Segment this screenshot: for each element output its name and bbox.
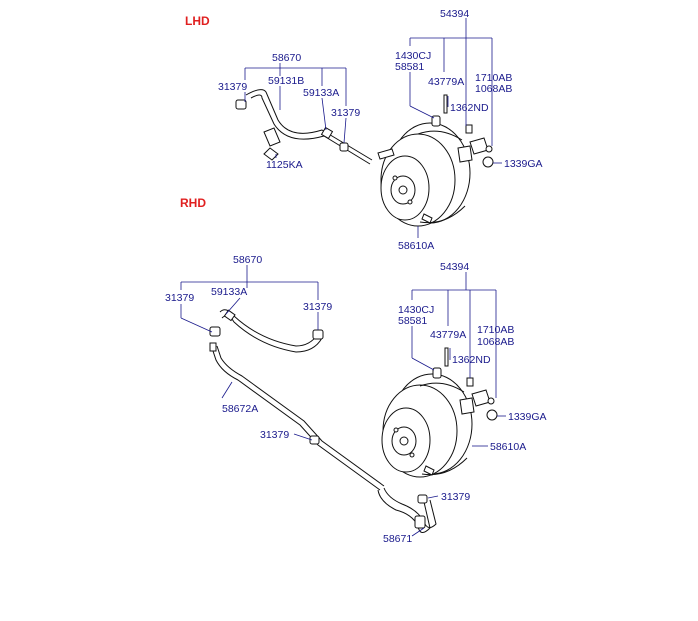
label-59131b: 59131B [268,75,304,87]
label-1339ga: 1339GA [504,158,543,170]
label-1339ga: 1339GA [508,411,547,423]
label-43779a: 43779A [430,329,466,341]
label-31379: 31379 [260,429,289,441]
section-label-rhd: RHD [180,196,206,210]
label-58670: 58670 [272,52,301,64]
label-54394: 54394 [440,8,469,20]
label-1362nd: 1362ND [452,354,491,366]
lhd-master-cyl-fittings[interactable] [431,94,494,168]
label-59133a: 59133A [303,87,339,99]
rhd-brake-booster[interactable] [381,373,491,478]
lhd-brake-booster[interactable] [377,122,489,227]
label-31379: 31379 [303,301,332,313]
label-1430cj: 1430CJ [395,50,431,62]
label-31379: 31379 [165,292,194,304]
label-1430cj: 1430CJ [398,304,434,316]
label-1125ka: 1125KA [266,159,303,171]
label-58610a: 58610A [490,441,526,453]
label-31379: 31379 [218,81,247,93]
label-58610a: 58610A [398,240,434,252]
label-58581: 58581 [398,315,427,327]
rhd-leader-lines [180,265,506,537]
label-43779a: 43779A [428,76,464,88]
rhd-vacuum-pipe-long[interactable] [209,342,385,491]
label-1362nd: 1362ND [450,102,489,114]
label-1710ab: 1710AB [475,72,512,84]
lhd-vacuum-hose[interactable] [235,89,373,165]
label-1710ab: 1710AB [477,324,514,336]
label-1068ab: 1068AB [475,83,512,95]
label-58671: 58671 [383,533,412,545]
label-31379: 31379 [331,107,360,119]
label-54394: 54394 [440,261,469,273]
label-1068ab: 1068AB [477,336,514,348]
rhd-vacuum-hose-upper[interactable] [209,309,324,353]
lhd-part-labels: 54394 1430CJ 58581 43779A 1710AB 1068AB … [218,8,543,252]
section-label-lhd: LHD [185,14,210,28]
lhd-leader-lines [244,18,502,238]
label-58581: 58581 [395,61,424,73]
label-59133a: 59133A [211,286,247,298]
label-58672a: 58672A [222,403,258,415]
label-31379: 31379 [441,491,470,503]
rhd-master-cyl-fittings[interactable] [432,347,498,421]
label-58670: 58670 [233,254,262,266]
rhd-vacuum-hose-lower[interactable] [377,487,437,533]
rhd-part-labels: 58670 31379 59133A 31379 58672A 31379 31… [165,254,547,545]
